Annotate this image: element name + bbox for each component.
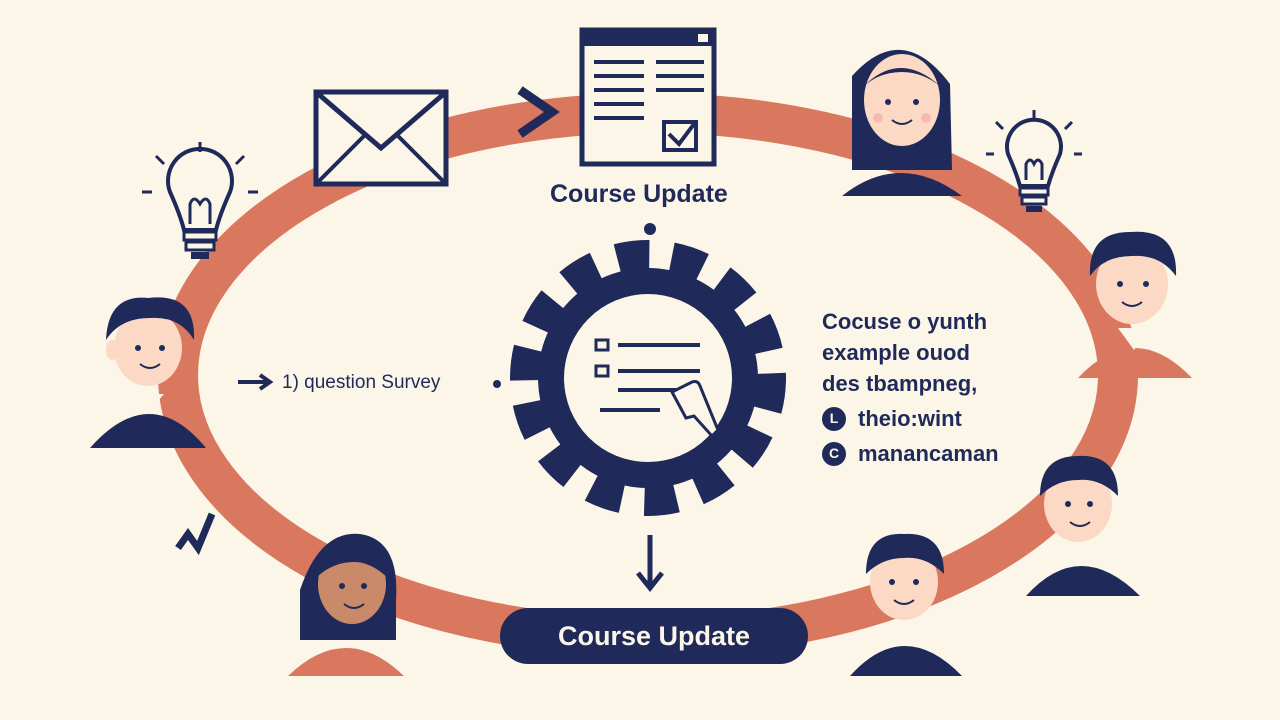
person-woman-bottom-left [288, 533, 404, 676]
person-boy-bottom [850, 533, 962, 676]
description-line: Cocuse o yunth [822, 309, 988, 334]
person-man-bottom-right [1026, 455, 1140, 596]
gear-icon [510, 240, 786, 516]
description-block: Cocuse o yunth example ouod des tbampneg… [822, 306, 999, 469]
lightbulb-icon [142, 142, 258, 259]
bullet-item: C manancaman [822, 438, 999, 469]
lightbulb-icon [986, 110, 1082, 212]
arrow-right-icon [517, 86, 560, 138]
arrow-down-icon [636, 535, 664, 593]
envelope-icon [313, 89, 449, 187]
person-boy-left [90, 297, 206, 448]
connector-dot [644, 223, 656, 235]
arrow-right-icon [238, 373, 274, 391]
person-man-right [1078, 231, 1192, 378]
bullet-marker: C [822, 441, 846, 466]
zigzag-arrow-icon [175, 512, 216, 556]
course-update-pill: Course Update [500, 608, 808, 664]
document-checkbox-icon [579, 27, 717, 167]
course-update-pill-label: Course Update [557, 620, 751, 651]
survey-label: 1) question Survey [282, 372, 441, 393]
bullet-marker: L [822, 406, 846, 431]
bullet-text: manancaman [858, 441, 999, 466]
connector-dot [493, 380, 501, 388]
description-line: des tbampneg, [822, 371, 978, 396]
bullet-text: theio:wint [858, 406, 962, 431]
bullet-item: L theio:wint [822, 403, 999, 434]
pointing-hand-icon [669, 380, 720, 439]
top-label: Course Update [550, 180, 728, 208]
person-woman-top [842, 49, 962, 196]
description-line: example ouod [822, 340, 970, 365]
